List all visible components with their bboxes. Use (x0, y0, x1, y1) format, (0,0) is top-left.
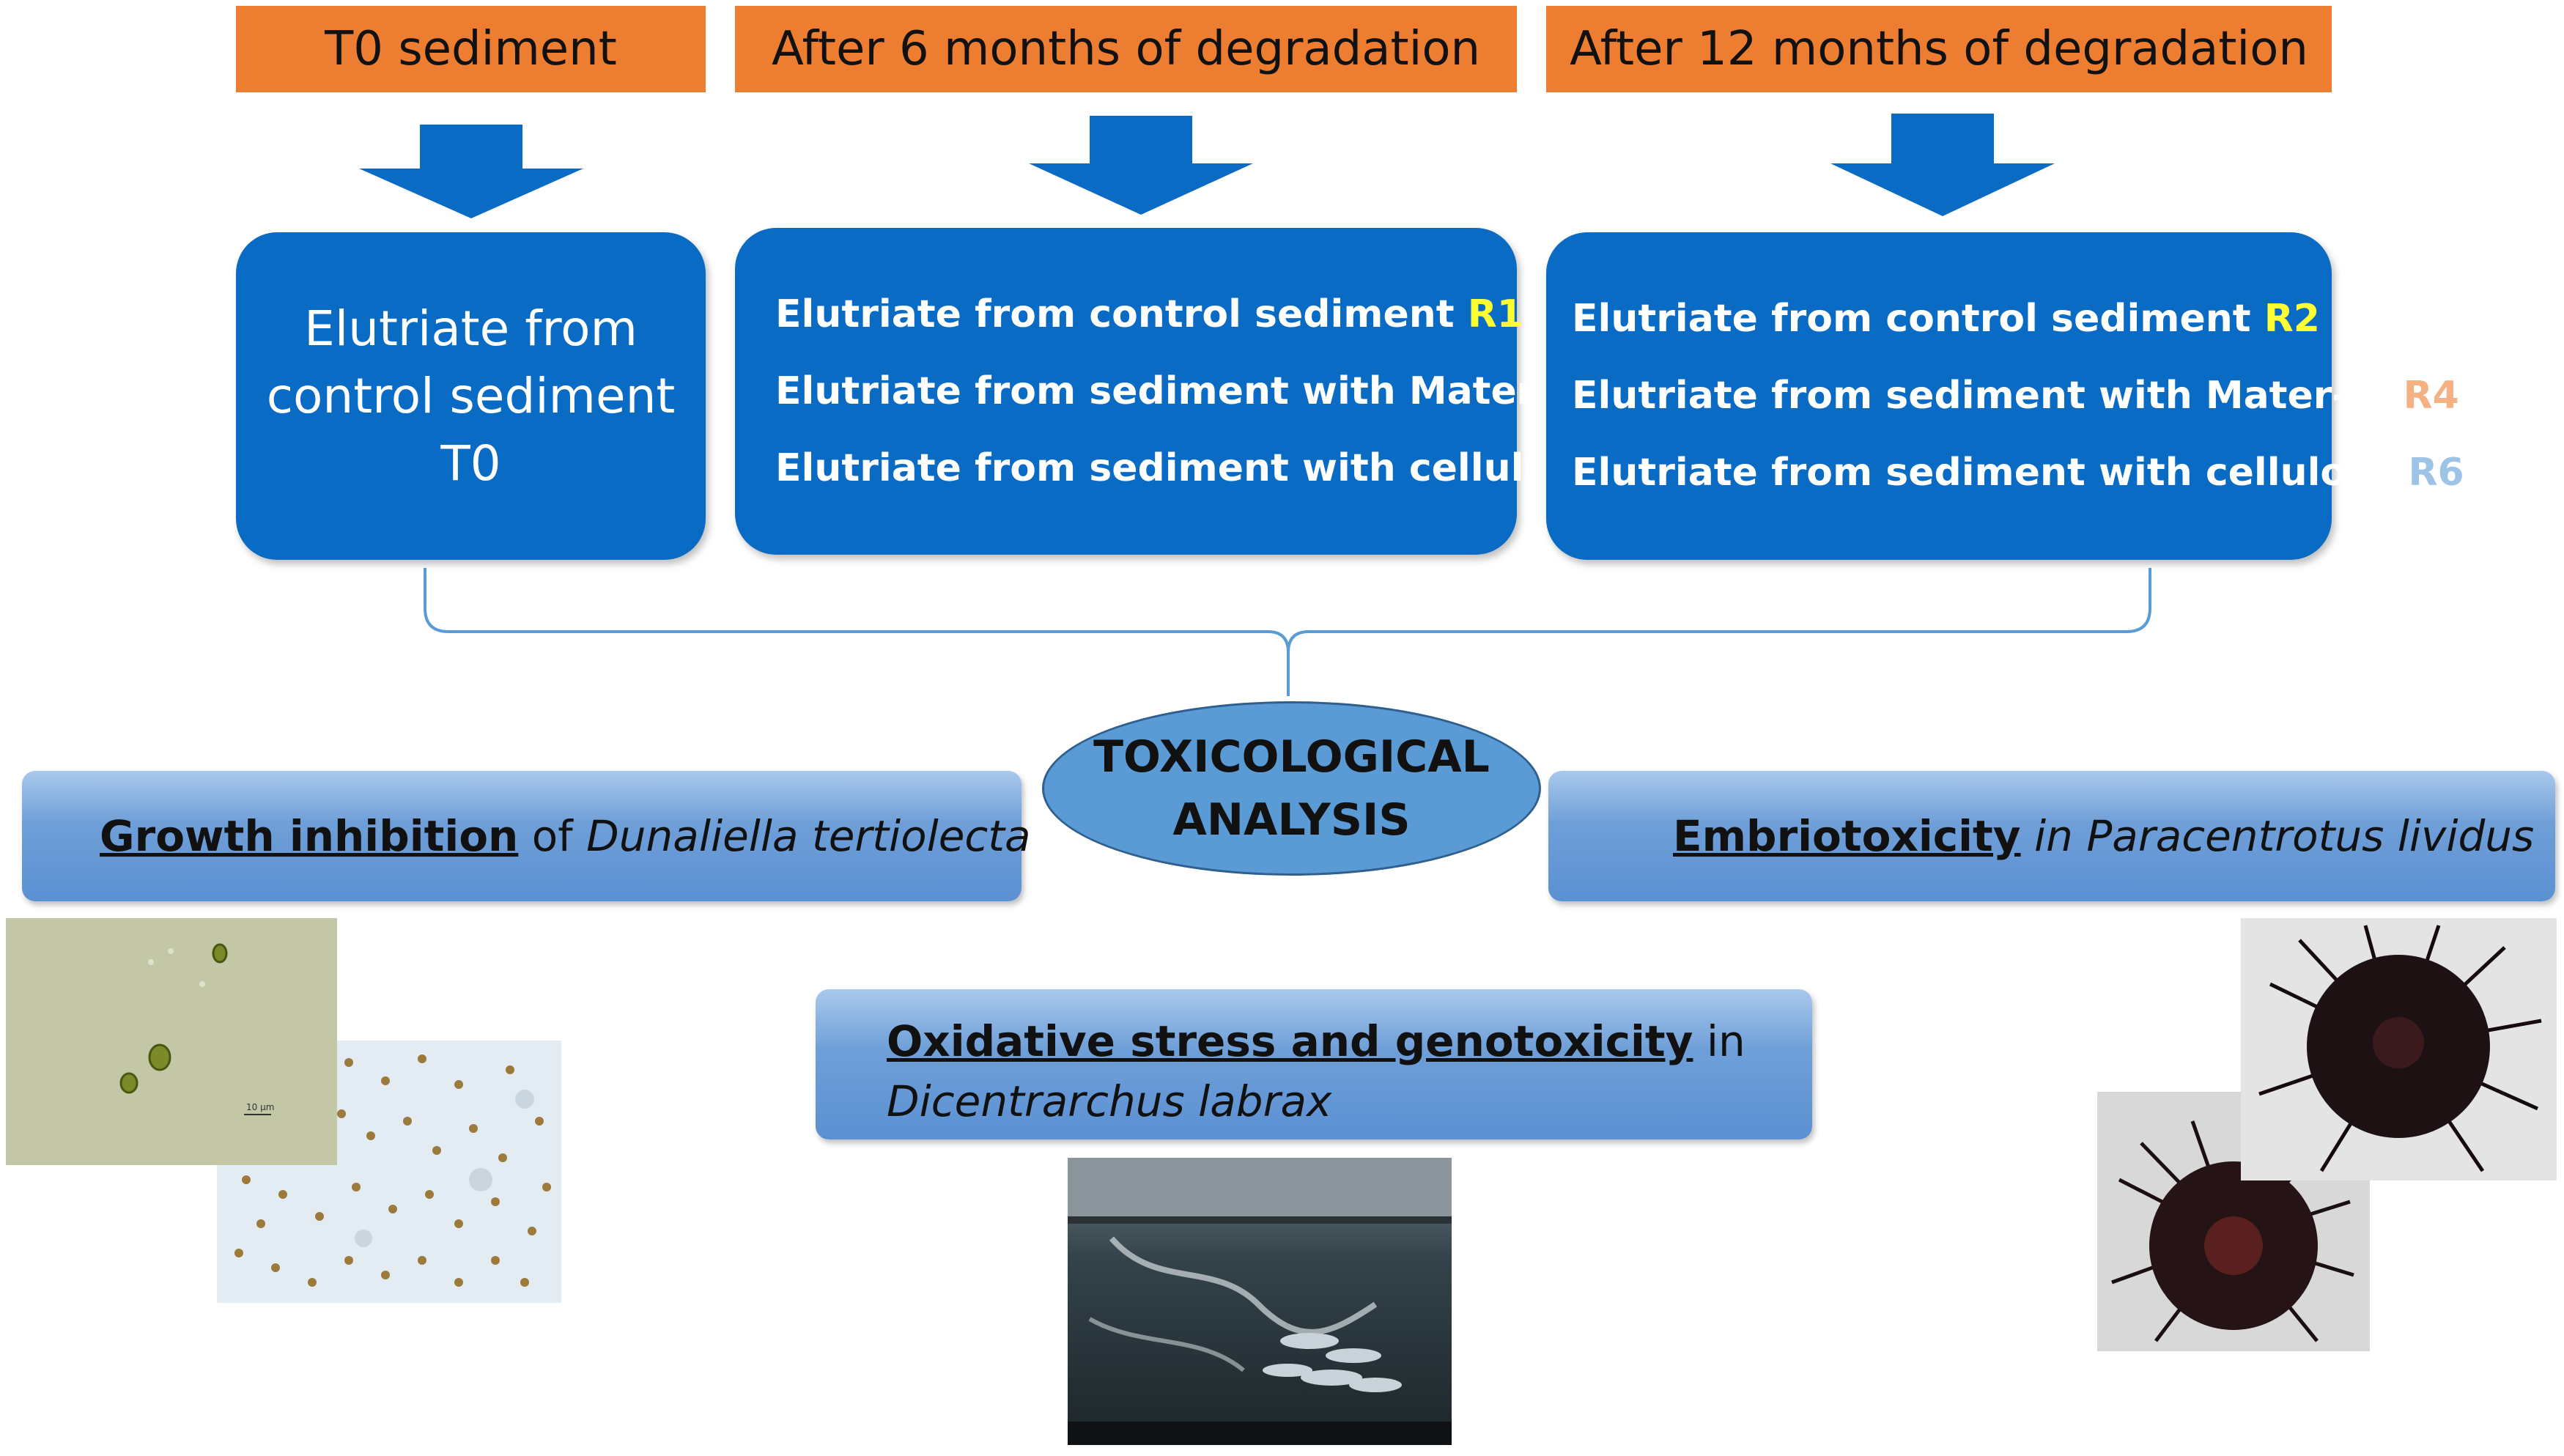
list-item: Elutriate from sediment with Mater-Bi R4 (1572, 374, 2459, 418)
assay-title: Oxidative stress and genotoxicity (887, 1016, 1693, 1066)
species-name: in Paracentrotus lividus (2020, 811, 2535, 861)
list-item: Elutriate from control sediment R1 (775, 292, 1523, 336)
species-name: Dicentrarchus labrax (887, 1076, 1332, 1126)
list-item: Elutriate from control sediment R2 (1572, 297, 2320, 341)
elutriate-12m-box: Elutriate from control sediment R2 Elutr… (1546, 232, 2464, 560)
toxicological-analysis-ellipse: TOXICOLOGICAL ANALYSIS (1042, 701, 1541, 876)
down-arrow-icon (1830, 114, 2055, 216)
elutriate-6m-box: Elutriate from control sediment R1 Elutr… (735, 228, 1668, 555)
embriotoxicity-box: Embriotoxicity in Paracentrotus lividus (1548, 771, 2555, 901)
assay-title: Growth inhibition (100, 811, 519, 861)
assay-title: Embriotoxicity (1673, 811, 2021, 861)
replicate-code: R1 (1467, 292, 1523, 336)
header-t0-sediment: T0 sediment (236, 6, 706, 92)
elutriate-t0-line2: control sediment (266, 367, 676, 424)
replicate-code: R4 (2403, 374, 2459, 418)
dunaliella-microscopy-photo: 10 μm (6, 918, 337, 1165)
elutriate-t0-line3: T0 (440, 435, 501, 492)
species-name: Dunaliella tertiolecta (586, 811, 1031, 861)
down-arrow-icon (359, 125, 583, 218)
scale-bar-label: 10 μm (246, 1102, 274, 1112)
header-6-months: After 6 months of degradation (735, 6, 1517, 92)
down-arrow-icon (1029, 116, 1253, 215)
list-item: Elutriate from sediment with cellulose R… (1572, 451, 2464, 495)
elutriate-t0-line1: Elutriate from (304, 300, 638, 357)
header-12-months: After 12 months of degradation (1546, 6, 2332, 92)
replicate-code: R6 (2408, 451, 2464, 495)
sea-urchin-photo-front (2241, 918, 2557, 1180)
sea-bass-tank-photo (1068, 1158, 1452, 1445)
growth-inhibition-box: Growth inhibition of Dunaliella tertiole… (22, 771, 1031, 901)
oxidative-stress-box: Oxidative stress and genotoxicity in Dic… (816, 989, 1812, 1139)
elutriate-t0-box: Elutriate from control sediment T0 (236, 232, 706, 560)
replicate-code: R2 (2264, 297, 2320, 341)
